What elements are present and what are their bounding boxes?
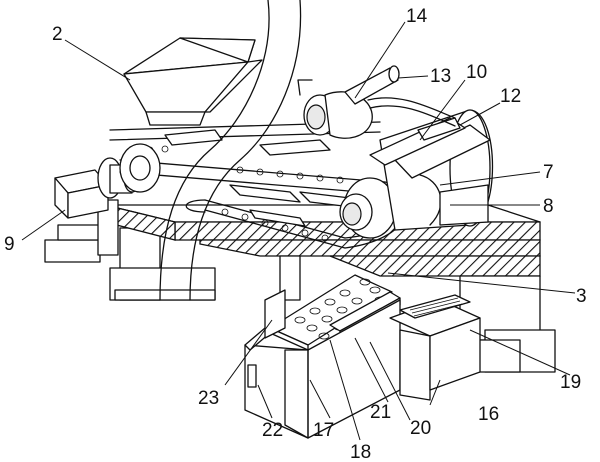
callout-16: 16 bbox=[478, 404, 499, 425]
callout-2: 2 bbox=[52, 24, 63, 45]
blower-fan bbox=[297, 65, 456, 139]
callout-13: 13 bbox=[430, 66, 451, 87]
callout-7: 7 bbox=[543, 162, 554, 183]
callout-17: 17 bbox=[313, 420, 334, 441]
right-housing bbox=[369, 109, 494, 231]
callout-9: 9 bbox=[4, 234, 15, 255]
callout-22: 22 bbox=[262, 420, 283, 441]
callout-3: 3 bbox=[576, 286, 587, 307]
feed-pipe bbox=[159, 0, 302, 301]
vibrator-unit bbox=[389, 294, 481, 401]
callout-labels: 2 3 7 8 9 10 12 13 14 16 17 18 19 20 21 … bbox=[4, 6, 587, 462]
right-sprocket bbox=[339, 177, 397, 239]
callout-21: 21 bbox=[370, 402, 391, 423]
collection-box bbox=[244, 289, 401, 439]
callout-8: 8 bbox=[543, 196, 554, 217]
callout-20: 20 bbox=[410, 418, 431, 439]
callout-14: 14 bbox=[406, 6, 428, 27]
callout-19: 19 bbox=[560, 372, 581, 393]
callout-18: 18 bbox=[350, 442, 371, 462]
callout-10: 10 bbox=[466, 62, 487, 83]
leader-lines bbox=[21, 21, 576, 441]
feed-hopper bbox=[123, 37, 263, 126]
left-sprocket bbox=[119, 143, 161, 193]
callout-23: 23 bbox=[198, 388, 219, 409]
drive-motor bbox=[44, 157, 141, 263]
callout-12: 12 bbox=[500, 86, 521, 107]
